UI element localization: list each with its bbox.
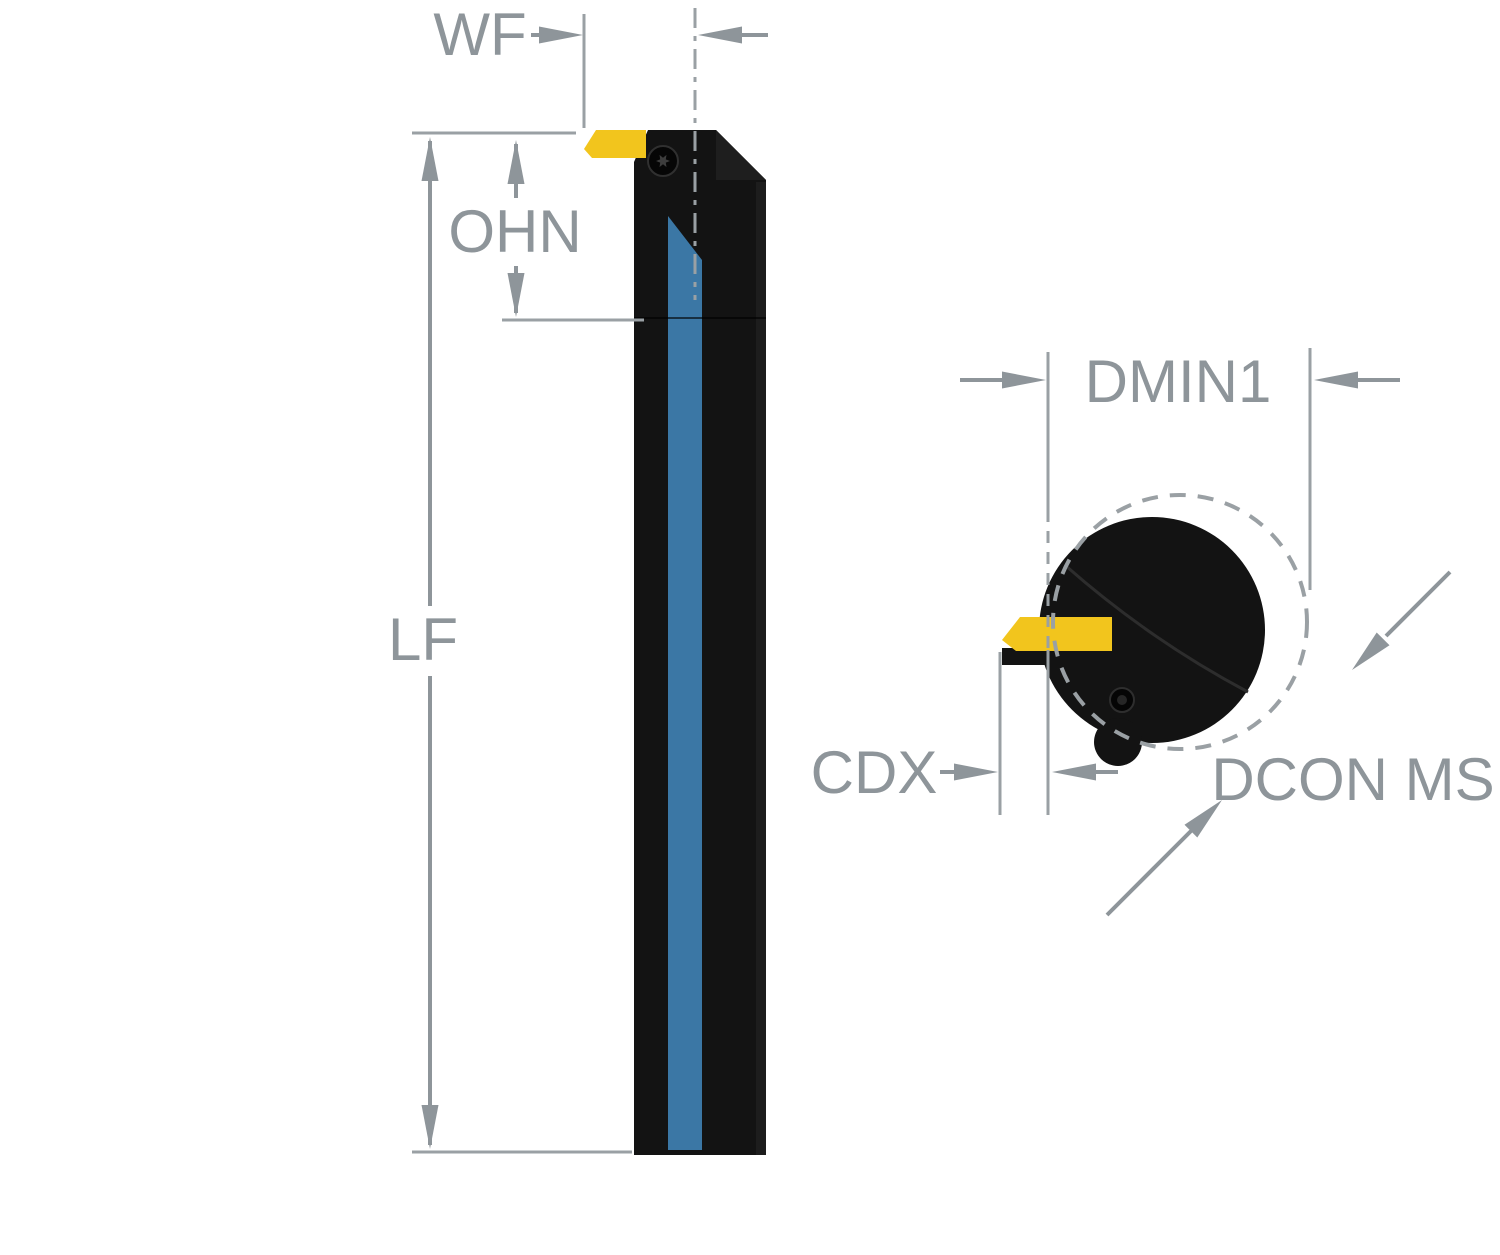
ohn-label: OHN <box>448 198 581 265</box>
end-view-lobe <box>1094 718 1142 766</box>
end-view-dimensions: DMIN1 CDX DCON MS <box>811 348 1495 917</box>
lf-label: LF <box>388 606 458 673</box>
dcon-ms-label: DCON MS <box>1211 746 1494 813</box>
cutting-insert-end <box>1002 617 1112 651</box>
tool-side-view <box>584 130 766 1155</box>
dmin1-label: DMIN1 <box>1085 348 1272 415</box>
cdx-arrow-right-icon <box>1052 763 1096 781</box>
shank-stripe <box>668 216 702 1150</box>
shank-edge-highlight <box>756 182 766 1155</box>
dmin1-arrow-right-icon <box>1314 371 1358 389</box>
dcon-dashed-circle <box>1051 493 1309 751</box>
tool-end-view <box>1002 517 1265 766</box>
ohn-arrow-up-icon <box>507 140 525 184</box>
wf-label: WF <box>433 1 526 68</box>
cutting-insert-side <box>584 130 646 158</box>
torx-star-icon <box>656 154 670 168</box>
dmin1-arrow-left-icon <box>1002 371 1046 389</box>
cdx-label: CDX <box>811 739 938 806</box>
end-view-seam <box>1065 564 1249 694</box>
ohn-label-backing <box>440 198 592 266</box>
lf-arrow-down-icon <box>421 1105 439 1149</box>
end-view-body <box>1039 517 1265 743</box>
dcon-arrow-upper-icon <box>1352 632 1390 670</box>
cdx-arrow-left-icon <box>954 763 998 781</box>
side-view-dimensions: WF LF OHN <box>384 1 768 1154</box>
ohn-arrow-down-icon <box>507 273 525 317</box>
wf-arrow-right-icon <box>698 26 742 44</box>
lf-label-backing <box>384 606 464 676</box>
wf-arrow-left-icon <box>539 26 583 44</box>
dcon-arrow-lower-tail <box>1105 827 1195 917</box>
dcon-arrow-upper-tail <box>1384 570 1452 638</box>
tool-head-chamfer <box>716 130 766 180</box>
lf-arrow-up-icon <box>421 137 439 181</box>
end-view-screw-center-icon <box>1117 695 1127 705</box>
dcon-arrow-lower-icon <box>1184 800 1222 838</box>
